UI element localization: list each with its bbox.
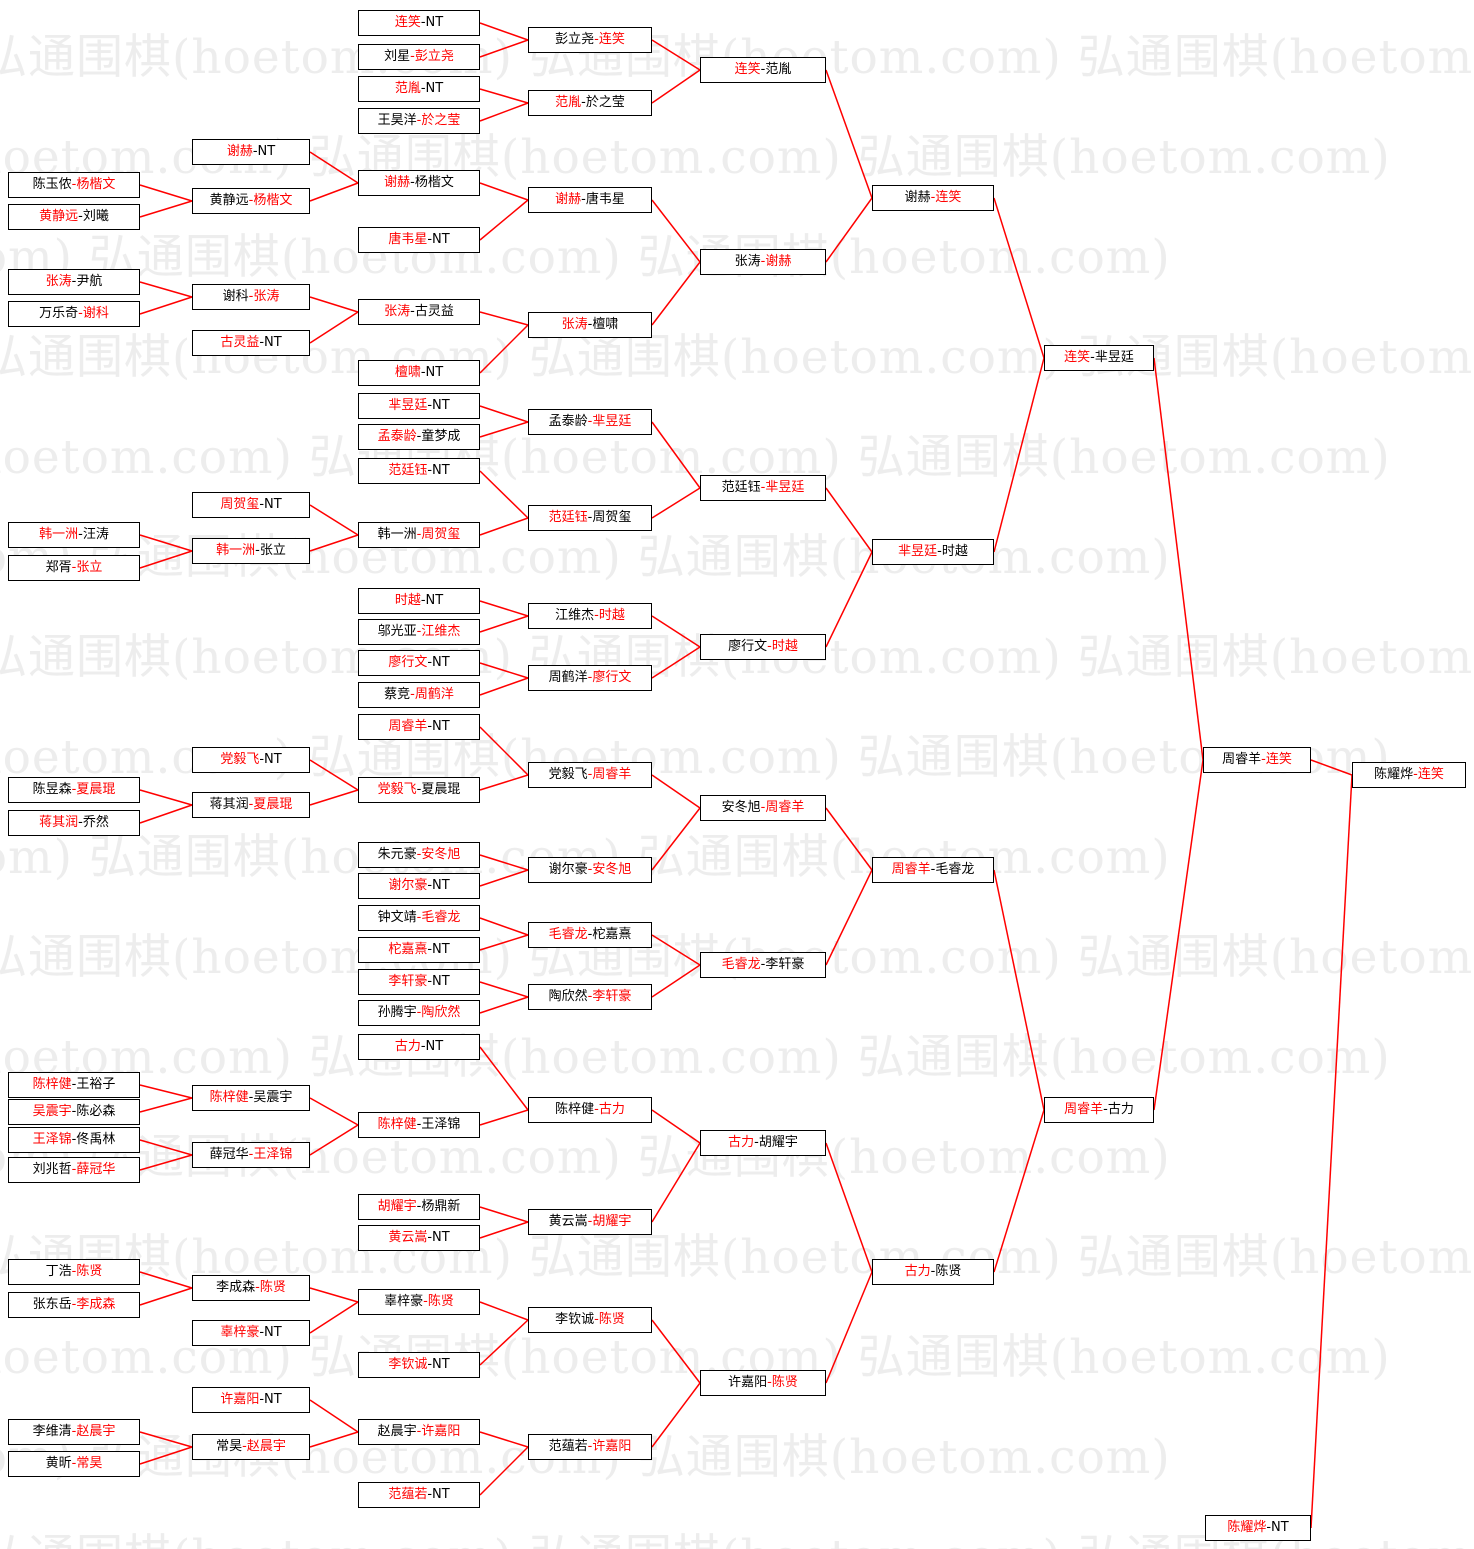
connector-line: [479, 662, 529, 679]
connector-line: [825, 197, 873, 263]
connector-line: [139, 804, 193, 824]
connector-line: [651, 934, 701, 966]
watermark-text: 弘通围棋(hoetom.com) 弘通围棋(hoetom.com) 弘通围棋(h…: [0, 230, 1171, 285]
connector-line: [651, 807, 701, 871]
connector-line: [651, 646, 701, 679]
connector-line: [479, 182, 529, 201]
connector-line: [309, 1399, 359, 1433]
connector-line: [309, 296, 359, 313]
connector-line: [479, 311, 529, 326]
connector-line: [825, 551, 873, 648]
connector-line: [309, 311, 359, 344]
connector-line: [479, 1109, 529, 1126]
connector-line: [309, 1287, 359, 1303]
connector-line: [139, 550, 193, 569]
connector-line: [479, 22, 529, 41]
connector-line: [479, 917, 529, 936]
connector-line: [479, 600, 529, 617]
connector-line: [139, 296, 193, 315]
connector-line: [993, 197, 1045, 359]
connector-line: [825, 869, 873, 966]
connector-line: [139, 1097, 193, 1113]
connector-line: [309, 1431, 359, 1448]
connector-line: [651, 261, 701, 326]
connector-line: [479, 470, 529, 519]
connector-line: [309, 1124, 359, 1156]
connector-line: [309, 504, 359, 536]
connector-line: [139, 1271, 193, 1289]
connector-line: [479, 102, 529, 122]
connector-line: [651, 615, 701, 648]
connector-line: [1310, 774, 1353, 1529]
connector-line: [1153, 759, 1204, 1111]
connector-line: [479, 517, 529, 536]
connector-line: [825, 807, 873, 871]
connector-line: [139, 1446, 193, 1465]
connector-line: [309, 182, 359, 202]
connector-line: [479, 39, 529, 58]
watermark-text: 弘通围棋(hoetom.com) 弘通围棋(hoetom.com) 弘通围棋(h…: [0, 430, 1391, 485]
connector-line: [139, 281, 193, 298]
connector-line: [139, 1139, 193, 1156]
connector-line: [479, 1301, 529, 1321]
connector-line: [993, 357, 1045, 553]
connector-line: [309, 1301, 359, 1334]
connector-line: [825, 1271, 873, 1384]
connector-line: [651, 774, 701, 809]
connector-line: [479, 1446, 529, 1496]
connector-line: [1153, 357, 1204, 761]
connector-line: [825, 1142, 873, 1273]
connector-line: [993, 1109, 1045, 1273]
connector-line: [651, 1319, 701, 1384]
connector-line: [993, 869, 1045, 1111]
connector-line: [479, 869, 529, 887]
watermark-text: 弘通围棋(hoetom.com) 弘通围棋(hoetom.com) 弘通围棋(h…: [0, 1518, 1474, 1549]
connector-line: [139, 1084, 193, 1099]
connector-line: [479, 421, 529, 438]
connector-line: [479, 324, 529, 374]
connector-line: [479, 1221, 529, 1239]
connector-line: [139, 200, 193, 218]
connector-line: [479, 199, 529, 241]
connector-line: [479, 615, 529, 633]
connector-line: [309, 789, 359, 806]
connector-line: [309, 534, 359, 552]
connector-line: [479, 1206, 529, 1223]
connector-line: [651, 69, 701, 104]
connector-line: [479, 1046, 529, 1111]
connector-line: [479, 1431, 529, 1448]
connector-line: [479, 405, 529, 423]
connector-line: [139, 1154, 193, 1171]
connector-line: [479, 934, 529, 951]
connector-line: [479, 774, 529, 791]
connector-line: [309, 759, 359, 791]
connector-line: [139, 1431, 193, 1448]
connector-line: [309, 1097, 359, 1126]
connector-line: [479, 88, 529, 104]
connector-line: [139, 789, 193, 806]
connector-line: [139, 1287, 193, 1306]
connector-line: [479, 677, 529, 696]
connector-line: [651, 199, 701, 263]
connector-line: [651, 487, 701, 519]
connector-line: [825, 487, 873, 553]
connector-line: [651, 964, 701, 998]
connector-line: [479, 726, 529, 776]
connector-line: [479, 854, 529, 871]
connector-line: [139, 534, 193, 552]
connector-line: [309, 151, 359, 184]
connector-line: [651, 421, 701, 489]
connector-line: [139, 184, 193, 202]
connector-line: [1310, 759, 1353, 776]
connector-line: [479, 996, 529, 1014]
connector-line: [651, 1142, 701, 1223]
connector-line: [479, 1319, 529, 1366]
connector-line: [651, 39, 701, 71]
connector-line: [479, 981, 529, 998]
connector-line: [651, 1382, 701, 1448]
connector-line: [651, 1109, 701, 1144]
connector-line: [825, 69, 873, 199]
